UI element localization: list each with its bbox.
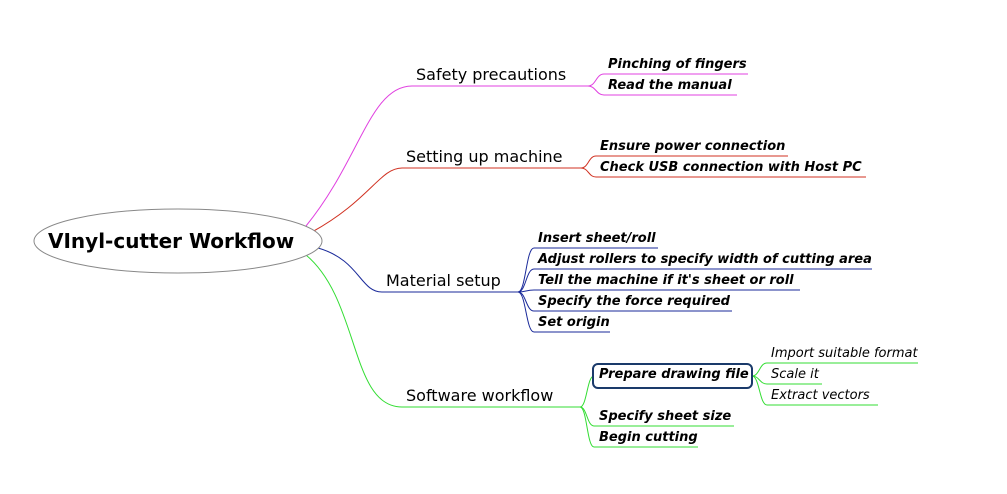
edge-software-2: [579, 406, 595, 448]
leaf-prepare-drawing-file[interactable]: Prepare drawing file: [599, 367, 749, 382]
branch-material-setup[interactable]: Material setup: [386, 271, 501, 290]
branch-software-workflow[interactable]: Software workflow: [406, 386, 554, 405]
root-node-label[interactable]: VInyl-cutter Workflow: [48, 229, 295, 253]
edge-software-1: [579, 406, 595, 427]
subleaf-scale-it[interactable]: Scale it: [771, 367, 819, 382]
leaf-set-origin[interactable]: Set origin: [538, 315, 610, 330]
branch-safety-precautions[interactable]: Safety precautions: [416, 65, 567, 84]
edge-safety-0: [587, 73, 605, 87]
edge-safety-1: [587, 85, 605, 96]
edge-material-4: [517, 291, 535, 333]
leaf-pinching-of-fingers[interactable]: Pinching of fingers: [608, 57, 747, 72]
edge-root-setup: [311, 167, 403, 233]
leaf-begin-cutting[interactable]: Begin cutting: [599, 430, 698, 445]
leaf-specify-force[interactable]: Specify the force required: [538, 294, 730, 309]
edge-setup-0: [580, 155, 597, 169]
edge-root-safety: [305, 85, 413, 227]
subleaf-import-suitable-format[interactable]: Import suitable format: [771, 346, 918, 361]
leaf-tell-machine-sheet-or-roll[interactable]: Tell the machine if it's sheet or roll: [538, 273, 794, 288]
edge-root-material: [317, 247, 383, 293]
leaf-check-usb-connection[interactable]: Check USB connection with Host PC: [600, 160, 862, 175]
leaf-ensure-power-connection[interactable]: Ensure power connection: [600, 139, 786, 154]
edge-material-0: [517, 247, 535, 293]
edge-software-0: [579, 375, 595, 408]
highlight-node-box: [592, 363, 753, 389]
leaf-adjust-rollers[interactable]: Adjust rollers to specify width of cutti…: [538, 252, 872, 267]
edge-material-3: [517, 291, 535, 312]
edge-prepare-1: [751, 375, 768, 385]
leaf-insert-sheet-roll[interactable]: Insert sheet/roll: [538, 231, 656, 246]
leaf-read-the-manual[interactable]: Read the manual: [608, 78, 732, 93]
edge-prepare-2: [751, 375, 768, 406]
edge-prepare-0: [751, 362, 768, 377]
subleaf-extract-vectors[interactable]: Extract vectors: [771, 388, 870, 403]
edge-root-software: [305, 254, 403, 408]
edge-setup-1: [580, 167, 597, 178]
root-node-ellipse: [33, 208, 323, 274]
branch-setting-up-machine[interactable]: Setting up machine: [406, 147, 563, 166]
leaf-specify-sheet-size[interactable]: Specify sheet size: [599, 409, 732, 424]
